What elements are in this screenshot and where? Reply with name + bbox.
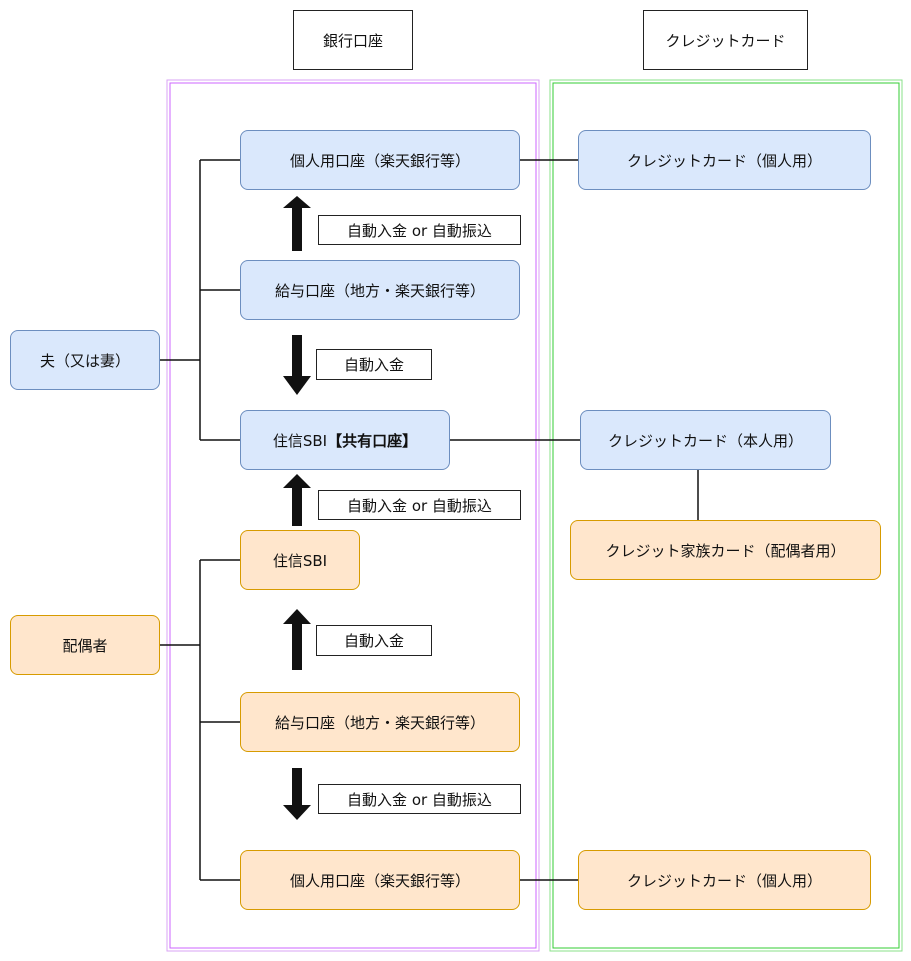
husband-salary-account: 給与口座（地方・楽天銀行等） [240, 260, 520, 320]
header-card: クレジットカード [643, 10, 808, 70]
family-card: クレジット家族カード（配偶者用） [570, 520, 881, 580]
spouse-personal-account: 個人用口座（楽天銀行等） [240, 850, 520, 910]
transfer-label-5: 自動入金 or 自動振込 [318, 784, 521, 814]
transfer-label-4: 自動入金 [316, 625, 432, 656]
transfer-label-2: 自動入金 [316, 349, 432, 380]
spouse-node: 配偶者 [10, 615, 160, 675]
header-bank: 銀行口座 [293, 10, 413, 70]
arrow-up-1 [283, 196, 311, 251]
arrow-down-2 [283, 768, 311, 820]
card-frame-outer [549, 79, 903, 952]
joint-account-name: 住信SBI [272, 431, 328, 450]
joint-account: 住信SBI【共有口座】 [240, 410, 450, 470]
transfer-label-3: 自動入金 or 自動振込 [318, 490, 521, 520]
husband-main-card: クレジットカード（本人用） [580, 410, 831, 470]
husband-node: 夫（又は妻） [10, 330, 160, 390]
arrow-down-1 [283, 335, 311, 395]
bank-frame-inner [169, 82, 537, 949]
spouse-salary-account: 給与口座（地方・楽天銀行等） [240, 692, 520, 752]
spouse-personal-card: クレジットカード（個人用） [578, 850, 871, 910]
transfer-label-1: 自動入金 or 自動振込 [318, 215, 521, 245]
card-frame-inner [552, 82, 900, 949]
bank-frame-outer [166, 79, 540, 952]
joint-account-tag: 【共有口座】 [327, 431, 418, 450]
husband-personal-card: クレジットカード（個人用） [578, 130, 871, 190]
arrow-up-3 [283, 609, 311, 670]
husband-personal-account: 個人用口座（楽天銀行等） [240, 130, 520, 190]
spouse-sbi-account: 住信SBI [240, 530, 360, 590]
arrow-up-2 [283, 474, 311, 526]
